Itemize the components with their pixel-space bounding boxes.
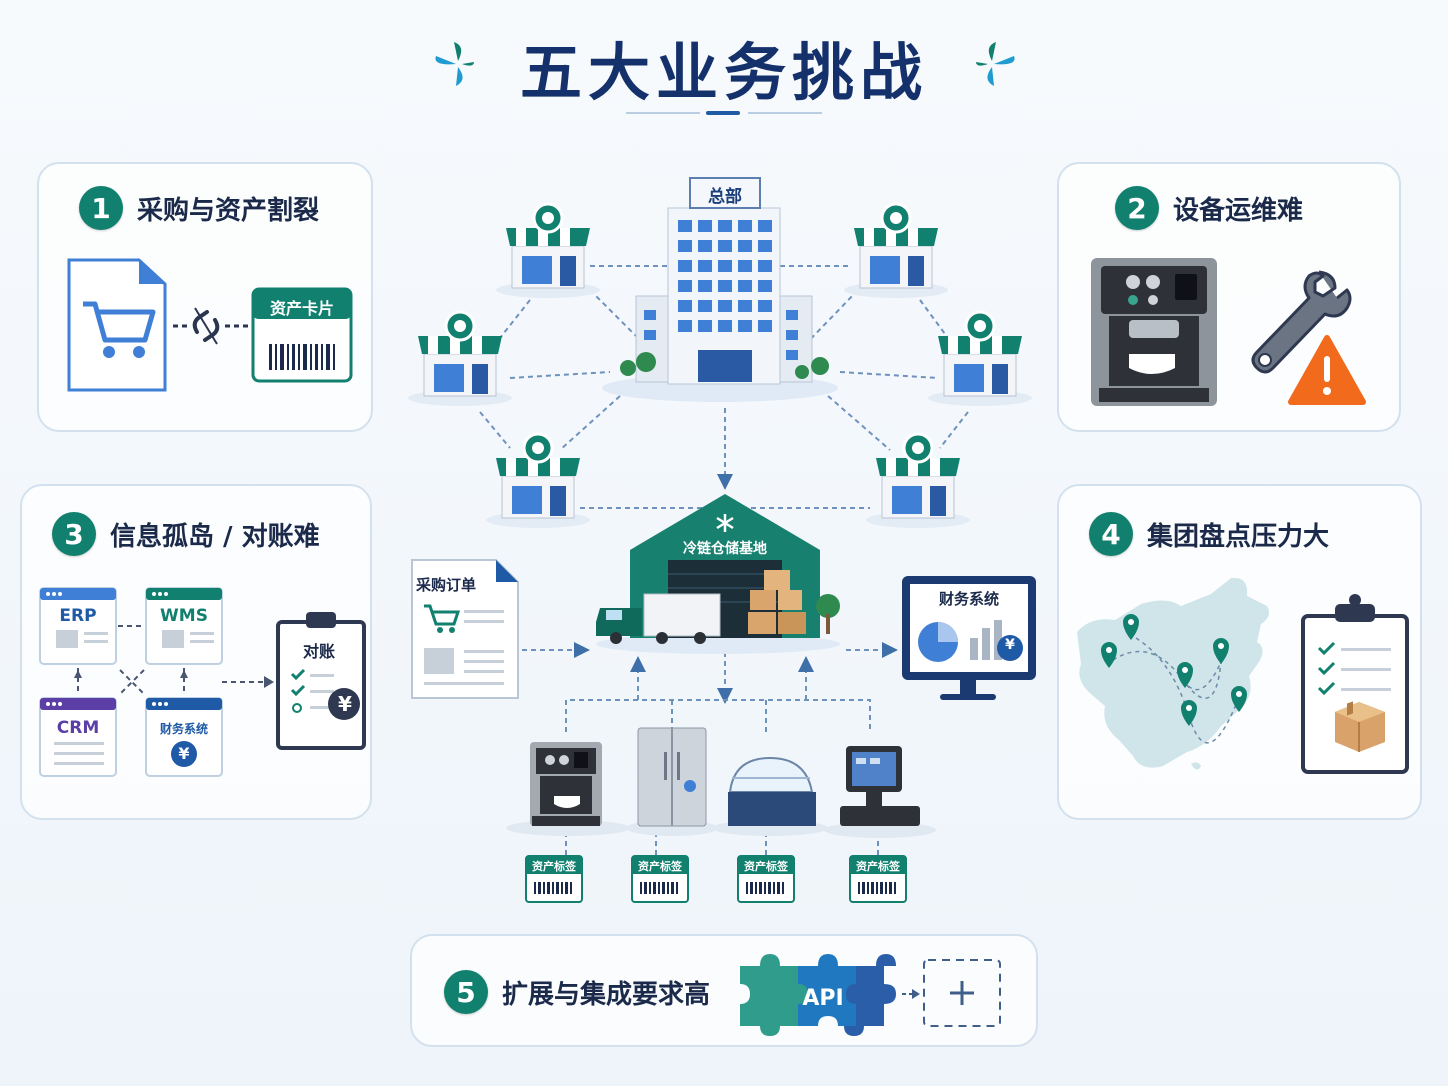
asset-card-label: 资产卡片 <box>269 299 334 318</box>
purchase-order-document <box>411 559 519 699</box>
display-case-icon <box>712 756 828 836</box>
panel-title: 集团盘点压力大 <box>1147 521 1330 552</box>
checkmark-icon <box>290 668 306 697</box>
panel-number-badge: 2 <box>1115 186 1159 230</box>
map-icon <box>1077 577 1269 770</box>
procurement-illustration <box>67 258 353 392</box>
snowflake-icon <box>716 514 734 532</box>
finance-monitor <box>902 576 1036 700</box>
finance-system-label: 财务系统 <box>938 590 999 608</box>
purchase-order-label: 采购订单 <box>416 576 477 594</box>
system-label-erp: ERP <box>59 606 97 626</box>
pos-terminal-icon <box>824 746 936 838</box>
panel-number-badge: 1 <box>79 186 123 230</box>
barcode-icon <box>251 287 353 383</box>
warehouse-icon <box>596 494 840 654</box>
hq-label: 总部 <box>708 187 742 207</box>
espresso-machine-icon <box>506 742 630 836</box>
shopping-cart-icon <box>424 604 461 626</box>
box-icon <box>748 570 806 634</box>
shopping-cart-icon <box>67 258 167 392</box>
asset-tag-label: 资产标签 <box>532 860 576 873</box>
store-icon <box>408 202 1032 528</box>
asset-tag-label: 资产标签 <box>744 860 788 873</box>
api-label: API <box>802 986 844 1011</box>
panel-inventory: 4 集团盘点压力大 <box>1057 484 1422 820</box>
currency-icon: ¥ <box>178 744 190 763</box>
panel-procurement: 1 采购与资产割裂 资产卡 <box>37 162 373 432</box>
puzzle-icon <box>740 954 896 1036</box>
currency-icon: ¥ <box>1005 637 1015 653</box>
integration-illustration <box>740 954 1001 1036</box>
inventory-illustration <box>1077 577 1409 774</box>
sparkle-left-icon <box>435 42 474 86</box>
warehouse-label: 冷链仓储基地 <box>683 541 767 557</box>
panel-title: 信息孤岛 / 对账难 <box>110 521 320 552</box>
system-label-wms: WMS <box>160 606 208 626</box>
panel-integration: 5 扩展与集成要求高 API <box>410 934 1038 1047</box>
panel-maintenance: 2 设备运维难 <box>1057 162 1401 432</box>
title-underline <box>626 111 822 115</box>
truck-icon <box>596 593 721 644</box>
wrench-icon <box>1251 270 1352 374</box>
panel-information-silo: 3 信息孤岛 / 对账难 <box>20 484 372 820</box>
panel-title: 采购与资产割裂 <box>137 195 320 226</box>
warning-icon <box>1288 335 1366 405</box>
silo-illustration <box>39 587 366 777</box>
asset-tag-label: 资产标签 <box>638 860 682 873</box>
clipboard-icon <box>1301 594 1409 774</box>
connection-lines <box>479 265 969 860</box>
map-pin-icon <box>1101 614 1247 726</box>
panel-number-badge: 3 <box>52 512 96 556</box>
central-network-diagram <box>408 177 1036 903</box>
refrigerator-icon <box>626 727 718 836</box>
building-icon <box>602 177 838 402</box>
broken-link-icon <box>173 307 249 345</box>
asset-tags <box>525 855 907 903</box>
panel-title: 设备运维难 <box>1173 195 1304 226</box>
espresso-machine-icon <box>1091 258 1217 406</box>
sparkle-right-icon <box>976 42 1015 86</box>
clipboard-icon <box>276 612 366 750</box>
panel-number-badge: 5 <box>444 970 488 1014</box>
asset-tag-label: 资产标签 <box>856 860 900 873</box>
system-label-crm: CRM <box>56 718 100 738</box>
currency-icon: ¥ <box>338 692 352 716</box>
reconcile-label: 对账 <box>302 642 335 661</box>
checkmark-icon <box>1317 641 1336 696</box>
box-icon <box>1335 701 1385 752</box>
system-label-finance: 财务系统 <box>159 722 208 736</box>
maintenance-illustration <box>1091 258 1366 406</box>
plus-icon <box>923 959 1001 1027</box>
panel-number-badge: 4 <box>1089 512 1133 556</box>
panel-title: 扩展与集成要求高 <box>502 979 711 1010</box>
page-title: 五大业务挑战 <box>519 36 928 109</box>
